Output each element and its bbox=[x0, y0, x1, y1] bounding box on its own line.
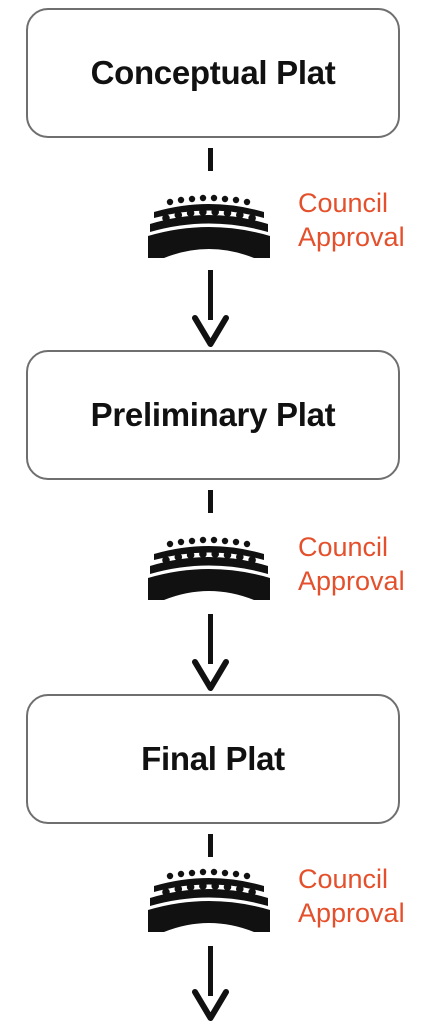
arrow-down-icon bbox=[192, 988, 229, 1024]
connector-shaft bbox=[208, 614, 213, 664]
step-title: Preliminary Plat bbox=[90, 396, 336, 433]
step-conceptual-plat: Conceptual Plat bbox=[26, 8, 400, 138]
connector-dash bbox=[208, 148, 213, 171]
approval-label-line1: Council bbox=[298, 532, 389, 562]
step-preliminary-plat: Preliminary Plat bbox=[26, 350, 400, 480]
approval-label: Council Approval bbox=[298, 530, 428, 598]
step-final-plat: Final Plat bbox=[26, 694, 400, 824]
connector-shaft bbox=[208, 946, 213, 996]
arrow-down-icon bbox=[192, 658, 229, 694]
arrow-down-icon bbox=[192, 314, 229, 350]
approval-label: Council Approval bbox=[298, 186, 428, 254]
council-chamber-icon bbox=[146, 530, 272, 602]
step-title: Final Plat bbox=[141, 740, 285, 777]
step-title: Conceptual Plat bbox=[90, 54, 336, 91]
connector-dash bbox=[208, 490, 213, 513]
approval-label-line2: Approval bbox=[298, 566, 405, 596]
approval-label-line1: Council bbox=[298, 188, 389, 218]
approval-label-line2: Approval bbox=[298, 222, 405, 252]
approval-label-line1: Council bbox=[298, 864, 389, 894]
approval-label-line2: Approval bbox=[298, 898, 405, 928]
connector-dash bbox=[208, 834, 213, 857]
council-chamber-icon bbox=[146, 188, 272, 260]
approval-label: Council Approval bbox=[298, 862, 428, 930]
council-chamber-icon bbox=[146, 862, 272, 934]
connector-shaft bbox=[208, 270, 213, 320]
